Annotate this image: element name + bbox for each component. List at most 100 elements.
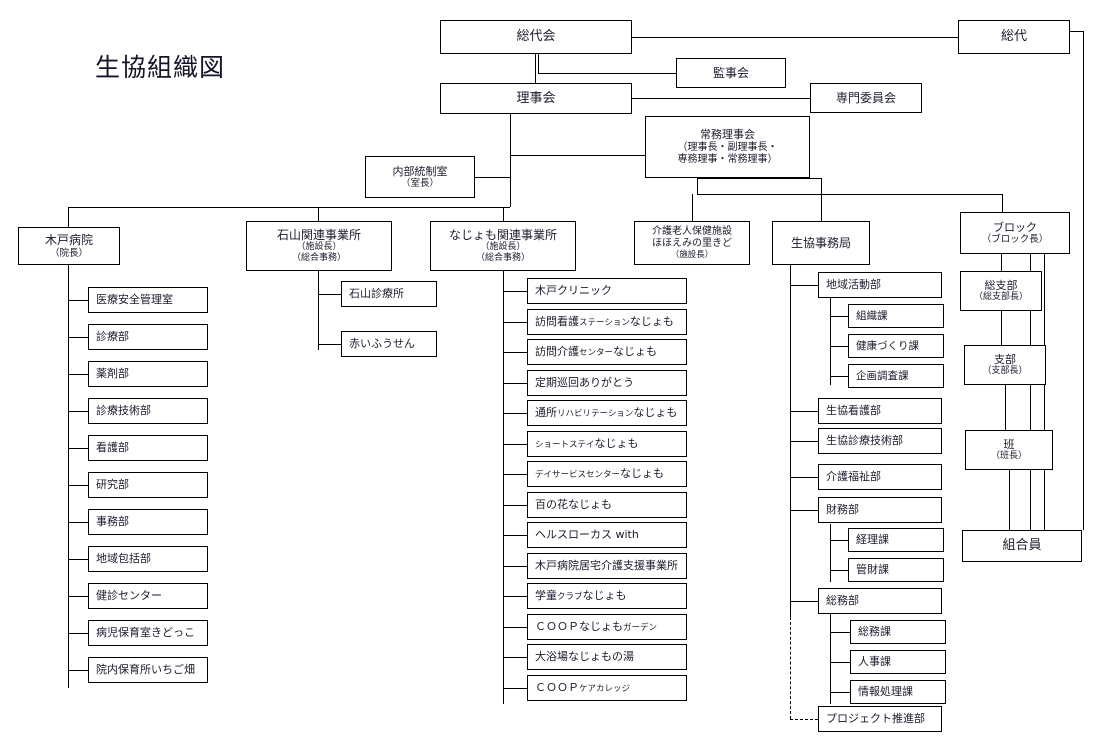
kanjikai-label: 監事会	[712, 65, 749, 80]
box-joumu-rijikai[interactable]: 常務理事会 （理事長・副理事長・ 専務理事・常務理事）	[645, 116, 810, 178]
box-block[interactable]: ブロック （ブロック長）	[960, 212, 1070, 254]
najomo-child-label-5: ショートステイなじょも	[535, 436, 639, 450]
rail-soushibu-kumiaiin	[1044, 254, 1045, 530]
najomo-child-12[interactable]: 大浴場なじょもの湯	[527, 644, 687, 670]
najomo-child-4[interactable]: 通所リハビリテーションなじょも	[527, 400, 687, 426]
link-shibu-han	[1005, 385, 1006, 430]
ishiyama-child-label-1: 赤いふうせん	[349, 337, 415, 351]
jimukyoku-child-label-3: 介護福祉部	[826, 470, 881, 484]
kido-child-9[interactable]: 病児保育室きどっこ	[88, 620, 208, 646]
drop-kido	[68, 207, 69, 227]
link-rijikai-senmon	[632, 98, 810, 99]
najomo-child-6[interactable]: デイサービスセンターなじょも	[527, 461, 687, 487]
najomo-child-stub-0	[503, 291, 527, 292]
box-kido-hospital[interactable]: 木戸病院 （院長）	[18, 227, 120, 265]
kido-child-label-7: 地域包括部	[96, 552, 151, 566]
chiiki-child-2[interactable]: 企画調査課	[848, 364, 944, 388]
jimukyoku-child-1[interactable]: 生協看護部	[818, 398, 942, 424]
joumu-rijikai-line2: （理事長・副理事長・	[677, 141, 778, 153]
naibu-tousei-line1: 内部統制室	[392, 164, 448, 178]
box-rijikai[interactable]: 理事会	[440, 83, 632, 114]
jimukyoku-child-0[interactable]: 地域活動部	[818, 272, 942, 298]
zaimu-child-0[interactable]: 経理課	[848, 528, 944, 552]
box-kumiaiin[interactable]: 組合員	[962, 530, 1082, 562]
soumu-child-2[interactable]: 情報処理課	[850, 680, 946, 704]
link-block-drop	[1002, 194, 1003, 212]
chiiki-child-0[interactable]: 組織課	[848, 304, 944, 328]
najomo-child-2[interactable]: 訪問介護センターなじょも	[527, 339, 687, 365]
box-najomo[interactable]: なじょも関連事業所 （施設長） （総合事務）	[430, 221, 576, 271]
box-project-suishin[interactable]: プロジェクト推進部	[818, 706, 942, 732]
link-joumu-block-h	[697, 194, 1002, 195]
najomo-child-13[interactable]: ＣＯＯＰケアカレッジ	[527, 674, 687, 701]
jimukyoku-child-5[interactable]: 総務部	[818, 588, 942, 614]
chiiki-child-label-2: 企画調査課	[856, 369, 909, 382]
kido-child-8[interactable]: 健診センター	[88, 583, 208, 609]
zaimu-child-1[interactable]: 管財課	[848, 558, 944, 582]
kido-child-1[interactable]: 診療部	[88, 324, 208, 350]
soumu-child-stub-0	[830, 632, 850, 633]
kido-child-label-0: 医療安全管理室	[96, 293, 173, 307]
najomo-child-1[interactable]: 訪問看護ステーションなじょも	[527, 308, 687, 335]
najomo-child-stub-5	[503, 443, 527, 445]
kido-child-10[interactable]: 院内保育所いちご畑	[88, 657, 208, 683]
kido-child-stub-4	[68, 448, 88, 449]
box-soudai[interactable]: 総代	[958, 20, 1070, 54]
rail-block-kumiaiin	[1030, 254, 1031, 530]
najomo-child-0[interactable]: 木戸クリニック	[527, 278, 687, 304]
kido-trunk	[68, 265, 69, 688]
soumu-child-stub-2	[830, 692, 850, 693]
kido-child-6[interactable]: 事務部	[88, 509, 208, 535]
box-soudaikai[interactable]: 総代会	[440, 20, 632, 54]
drop-jimukyoku	[821, 178, 822, 221]
najomo-child-stub-4	[503, 413, 527, 414]
drop-ishiyama	[318, 207, 319, 221]
kido-child-0[interactable]: 医療安全管理室	[88, 287, 208, 313]
box-shibu[interactable]: 支部 （支部長）	[964, 345, 1046, 385]
najomo-child-stub-11	[503, 626, 527, 628]
box-ishiyama[interactable]: 石山関連事業所 （施設長） （総合事務）	[246, 221, 392, 271]
kido-child-4[interactable]: 看護部	[88, 435, 208, 461]
box-senmon-iinkai[interactable]: 専門委員会	[810, 83, 922, 113]
jimukyoku-child-3[interactable]: 介護福祉部	[818, 464, 942, 490]
kido-child-2[interactable]: 薬剤部	[88, 361, 208, 387]
kido-child-7[interactable]: 地域包括部	[88, 546, 208, 572]
ishiyama-child-0[interactable]: 石山診療所	[341, 281, 437, 307]
najomo-child-stub-9	[503, 565, 527, 567]
najomo-child-7[interactable]: 百の花なじょも	[527, 491, 687, 518]
chiiki-child-stub-0	[830, 316, 848, 317]
kido-child-3[interactable]: 診療技術部	[88, 398, 208, 424]
jimukyoku-child-stub-1	[790, 411, 818, 412]
box-sou-shibu[interactable]: 総支部 （総支部長）	[960, 271, 1042, 311]
kido-child-label-6: 事務部	[96, 515, 129, 529]
soumu-child-label-2: 情報処理課	[858, 685, 913, 699]
box-kanjikai[interactable]: 監事会	[676, 58, 786, 88]
najomo-child-9[interactable]: 木戸病院居宅介護支援事業所	[527, 552, 687, 579]
jimukyoku-child-2[interactable]: 生協診療技術部	[818, 428, 942, 454]
chiiki-child-1[interactable]: 健康づくり課	[848, 334, 944, 358]
jimukyoku-trunk	[790, 265, 791, 620]
najomo-child-10[interactable]: 学童クラブなじょも	[527, 583, 687, 609]
najomo-child-11[interactable]: ＣＯＯＰなじょもガーデン	[527, 613, 687, 640]
jimukyoku-child-4[interactable]: 財務部	[818, 497, 942, 523]
box-han[interactable]: 班 （班長）	[965, 430, 1053, 470]
kido-child-5[interactable]: 研究部	[88, 472, 208, 498]
najomo-child-8[interactable]: ヘルスローカス with	[527, 522, 687, 548]
ishiyama-child-1[interactable]: 赤いふうせん	[341, 331, 437, 357]
jimukyoku-child-label-0: 地域活動部	[826, 278, 881, 292]
najomo-child-5[interactable]: ショートステイなじょも	[527, 430, 687, 457]
najomo-line2: （施設長）	[480, 242, 526, 253]
soumu-child-0[interactable]: 総務課	[850, 620, 946, 644]
box-rouken[interactable]: 介護老人保健施設 ほほえみの里きど （施設長）	[634, 221, 750, 265]
jimukyoku-child-stub-4	[790, 510, 818, 511]
kido-child-stub-7	[68, 559, 88, 560]
najomo-child-stub-6	[503, 474, 527, 475]
najomo-child-3[interactable]: 定期巡回ありがとう	[527, 369, 687, 396]
kido-child-label-9: 病児保育室きどっこ	[96, 626, 195, 640]
chiiki-child-label-0: 組織課	[856, 309, 888, 322]
box-naibu-tousei-shitsu[interactable]: 内部統制室 （室長）	[365, 156, 475, 198]
kido-child-stub-1	[68, 337, 88, 338]
sou-shibu-line2: （総支部長）	[973, 292, 1028, 303]
box-jimukyoku[interactable]: 生協事務局	[772, 221, 870, 265]
soumu-child-1[interactable]: 人事課	[850, 650, 946, 674]
